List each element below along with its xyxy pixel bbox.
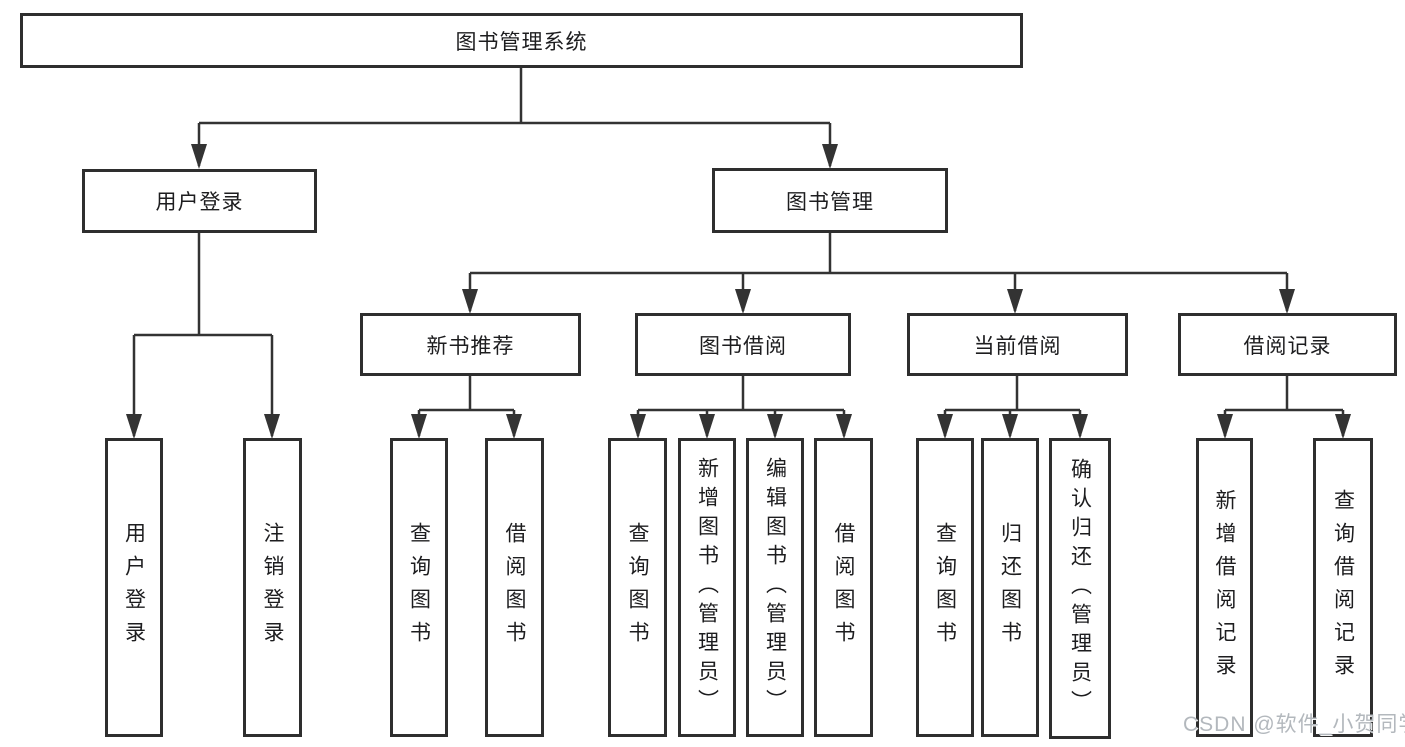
leaf-add-borrow-record: 新增借阅记录: [1196, 438, 1253, 737]
node-new-book-recommendation: 新书推荐: [360, 313, 581, 376]
node-book-management: 图书管理: [712, 168, 948, 233]
arrowheads: [126, 144, 1351, 439]
node-book-borrowing: 图书借阅: [635, 313, 851, 376]
leaf-return-books: 归还图书: [981, 438, 1039, 737]
leaf-borrow-books-borrowing: 借阅图书: [814, 438, 873, 737]
leaf-user-login: 用户登录: [105, 438, 163, 737]
csdn-watermark: CSDN @软件_小贺同学: [1183, 713, 1405, 736]
node-current-borrowing: 当前借阅: [907, 313, 1128, 376]
leaf-query-books-current: 查询图书: [916, 438, 974, 737]
leaf-borrow-books-recommend: 借阅图书: [485, 438, 544, 737]
node-borrowing-records: 借阅记录: [1178, 313, 1397, 376]
leaf-query-books-borrowing: 查询图书: [608, 438, 667, 737]
leaf-query-books-recommend: 查询图书: [390, 438, 448, 737]
node-library-management-system: 图书管理系统: [20, 13, 1023, 68]
leaf-query-borrow-record: 查询借阅记录: [1313, 438, 1373, 737]
leaf-edit-books-admin: 编辑图书（管理员）: [746, 438, 804, 737]
leaf-confirm-return-admin: 确认归还（管理员）: [1049, 438, 1111, 739]
leaf-add-books-admin: 新增图书（管理员）: [678, 438, 736, 737]
node-user-login: 用户登录: [82, 169, 317, 233]
leaf-logout-login: 注销登录: [243, 438, 302, 737]
